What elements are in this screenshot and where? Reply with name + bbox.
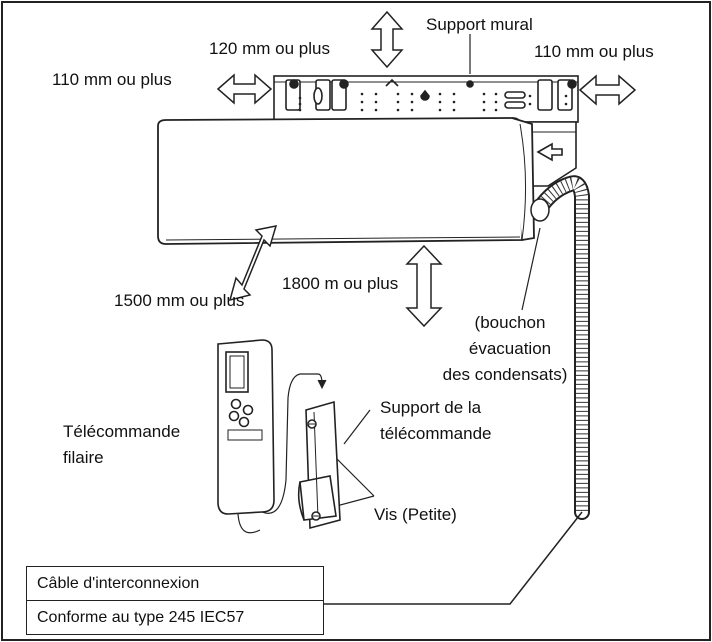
plate-holes — [298, 92, 568, 112]
floor-clearance-label: 1800 m ou plus — [282, 274, 399, 293]
wired-remote — [217, 339, 327, 534]
front-clearance-label: 1500 mm ou plus — [114, 291, 245, 310]
cable-spec-row-standard: Conforme au type 245 IEC57 — [27, 600, 323, 634]
wired-remote-label-2: filaire — [63, 448, 104, 467]
remote-holder-label-1: Support de la — [380, 398, 482, 417]
left-clearance-label: 110 mm ou plus — [52, 70, 172, 89]
drain-plug-label-3: des condensats) — [442, 365, 568, 384]
remote-holder — [297, 400, 341, 530]
arrow-floor-clearance — [405, 244, 443, 328]
cable-spec-table: Câble d'interconnexion Conforme au type … — [26, 566, 324, 635]
arrow-top-clearance — [370, 10, 404, 69]
wired-remote-label-1: Télécommande — [63, 422, 181, 441]
top-clearance-label: 120 mm ou plus — [209, 39, 330, 58]
indoor-unit — [157, 117, 535, 245]
drain-plug-label-1: (bouchon — [474, 313, 546, 332]
remote-holder-label-2: télécommande — [380, 424, 492, 443]
wall-support-label: Support mural — [426, 15, 533, 34]
right-clearance-label: 110 mm ou plus — [534, 42, 654, 61]
drain-hose — [322, 175, 590, 605]
cable-spec-row-interconnect: Câble d'interconnexion — [37, 575, 200, 592]
arrow-right-clearance — [578, 74, 637, 106]
wall-support-plate — [273, 75, 579, 123]
screws-label: Vis (Petite) — [374, 505, 457, 524]
arrow-front-clearance — [228, 225, 278, 302]
drain-plug-label-2: évacuation — [468, 339, 552, 358]
arrow-left-clearance — [216, 73, 273, 105]
